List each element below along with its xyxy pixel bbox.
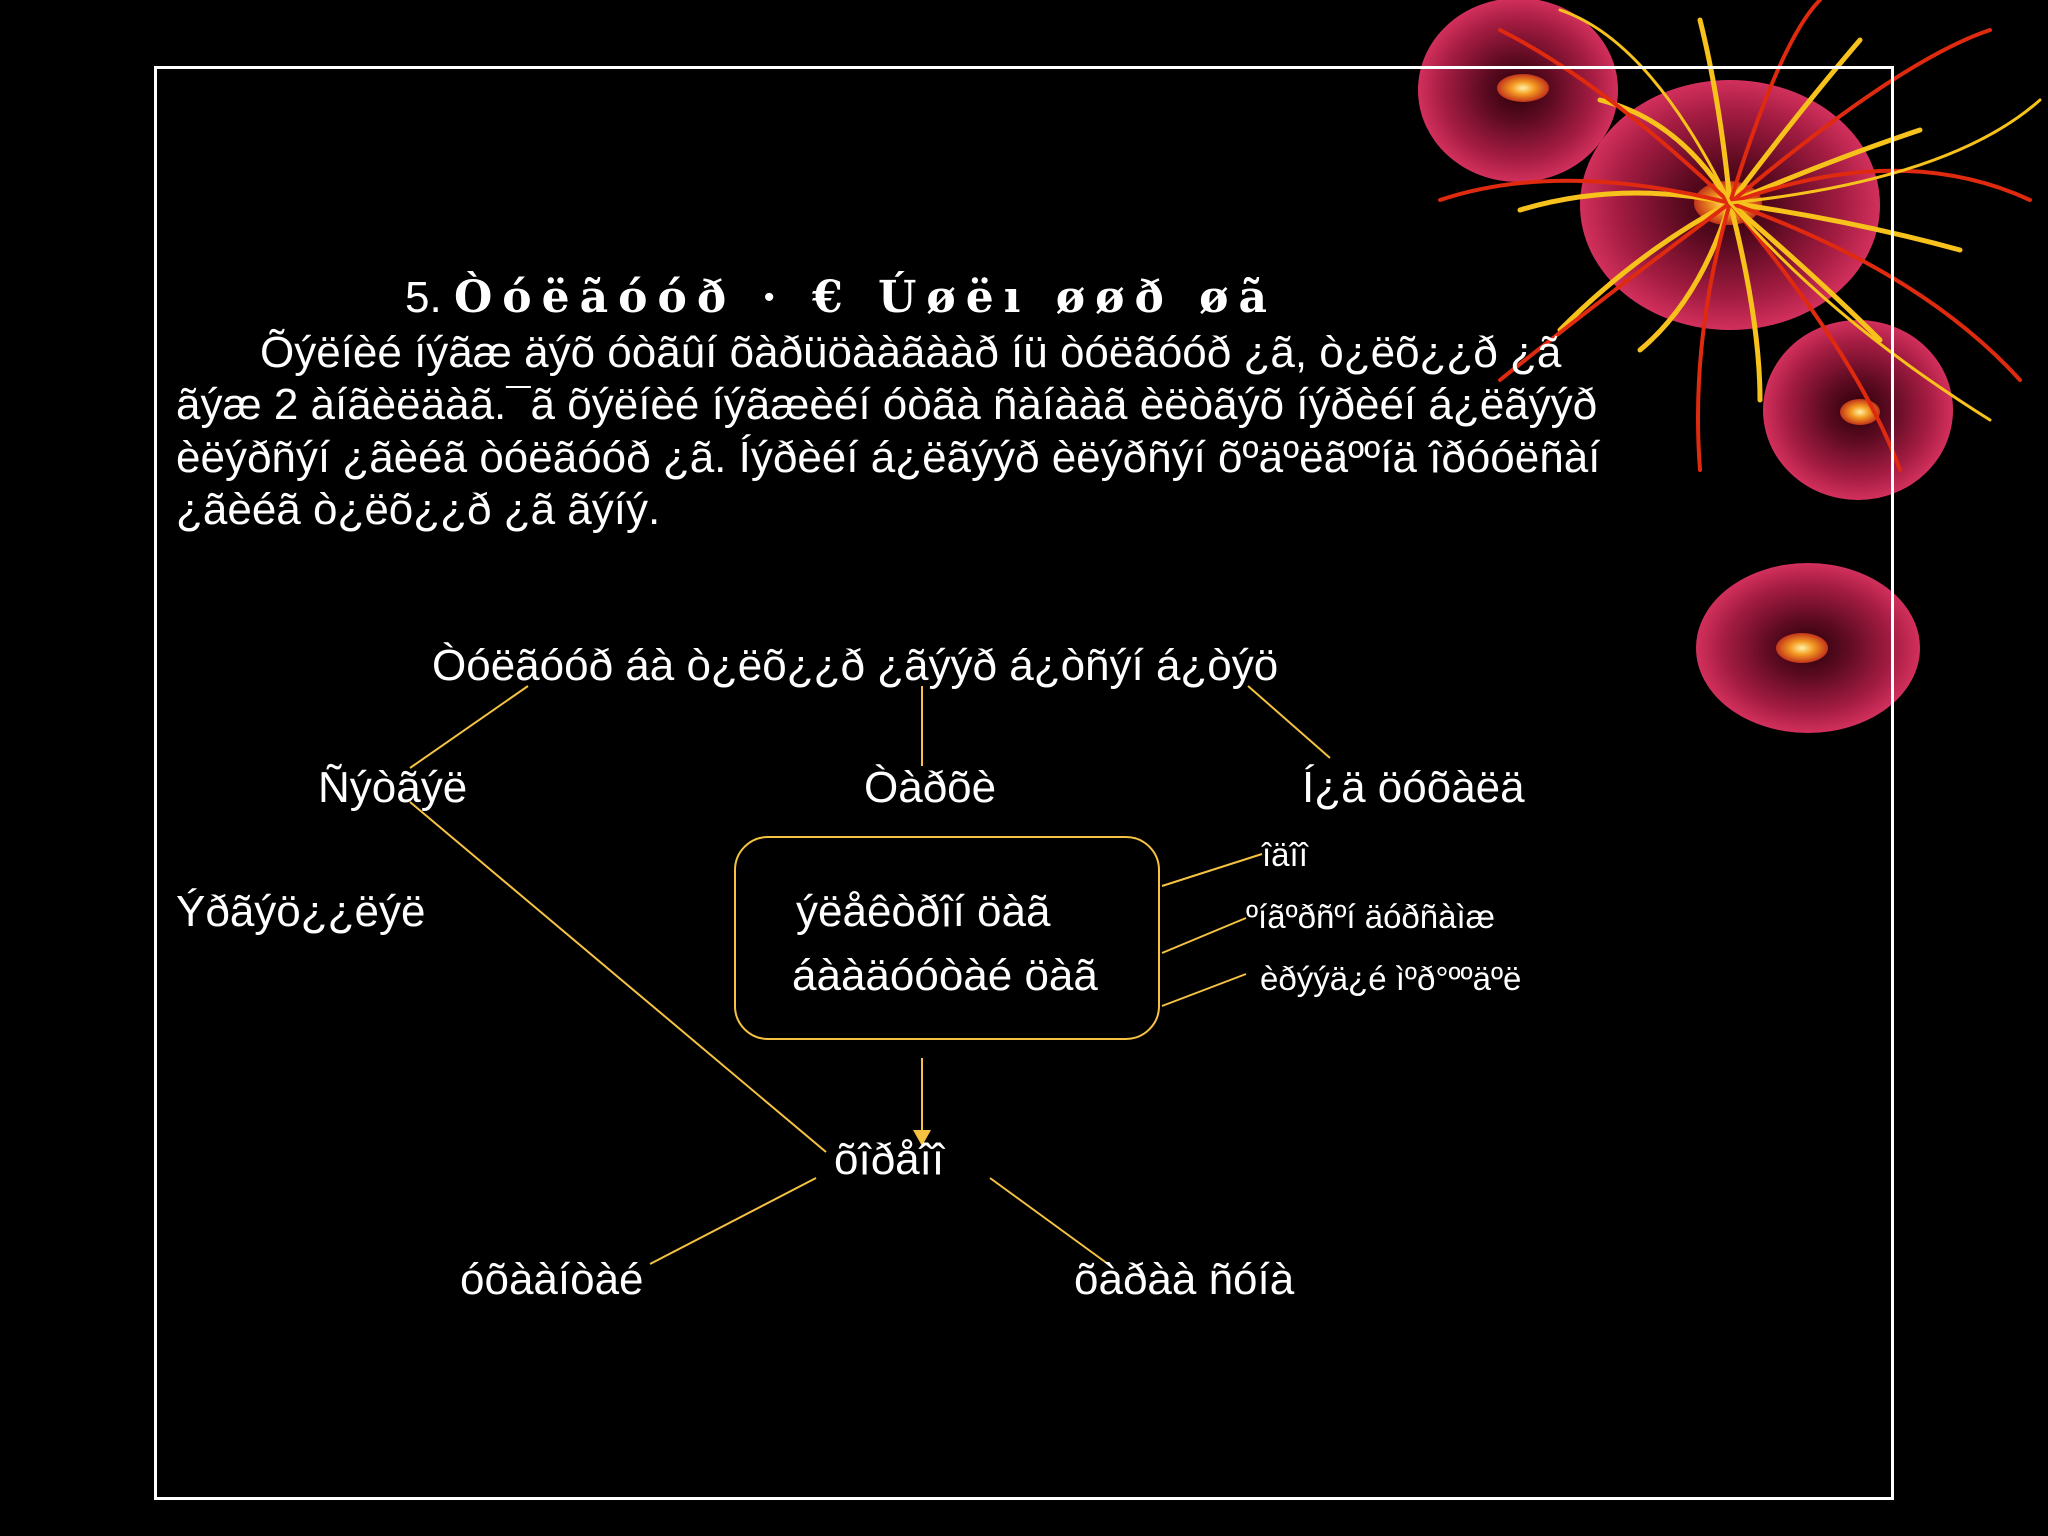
right-item-1: îäîî [1262, 836, 1308, 873]
diagram-far-left-node: Ýðãýö¿¿ëýë [176, 887, 426, 936]
diagram-bottom-left: óõààíòàé [460, 1255, 644, 1304]
connector-bottom-left [649, 1177, 817, 1265]
right-item-2: ºíãºðñºí äóðñàìæ [1246, 898, 1495, 935]
arrowhead-icon [913, 1130, 931, 1146]
connector-left-bottom [409, 801, 827, 1153]
connector-root-right [1247, 685, 1331, 759]
title-number: 5. [405, 273, 442, 322]
paragraph-line: Õýëíèé íýãæ äýõ óòãûí õàðüöààãààð íü òóë… [260, 328, 1562, 377]
connector-bottom-right [989, 1177, 1109, 1265]
diagram-bottom-node: õîðåîî [834, 1135, 945, 1184]
connector-root-left [409, 685, 529, 769]
diagram-right-branch: Í¿ä öóõàëä [1302, 763, 1525, 812]
diagram-center-box [734, 836, 1160, 1040]
connector-box-item2 [1161, 917, 1247, 954]
title-text: Òóëãóóð · € Úøëı øøð øã [453, 272, 1278, 323]
diagram-root-node: Òóëãóóð áà ò¿ëõ¿¿ð ¿ãýýð á¿òñýí á¿òýö [432, 641, 1279, 690]
slide-title: 5. Òóëãóóð · € Úøëı øøð øã [405, 276, 1277, 320]
connector-box-item3 [1161, 973, 1247, 1007]
box-line-1: ýëåêòðîí öàã [796, 887, 1051, 936]
body-paragraph: Õýëíèé íýãæ äýõ óòãûí õàðüöààãààð íü òóë… [176, 327, 1866, 536]
paragraph-line: ¿ãèéã ò¿ëõ¿¿ð ¿ã ãýíý. [176, 485, 661, 535]
right-item-3: èðýýä¿é ìºð°ººäºë [1260, 960, 1522, 997]
diagram-left-branch: Ñýòãýë [318, 763, 468, 812]
diagram-center-branch: Òàðõè [864, 763, 997, 812]
paragraph-line: èëýðñýí ¿ãèéã òóëãóóð ¿ã. Íýðèéí á¿ëãýýð… [176, 432, 1601, 482]
box-line-2: áààäóóòàé öàã [792, 951, 1098, 1000]
connector-box-item1 [1161, 853, 1263, 887]
paragraph-line: ãýæ 2 àíãèëäàã.¯ã õýëíèé íýãæèéí óòãà ñà… [176, 380, 1598, 430]
slide-frame [154, 66, 1894, 1500]
diagram-bottom-right: õàðàà ñóíà [1074, 1255, 1295, 1304]
